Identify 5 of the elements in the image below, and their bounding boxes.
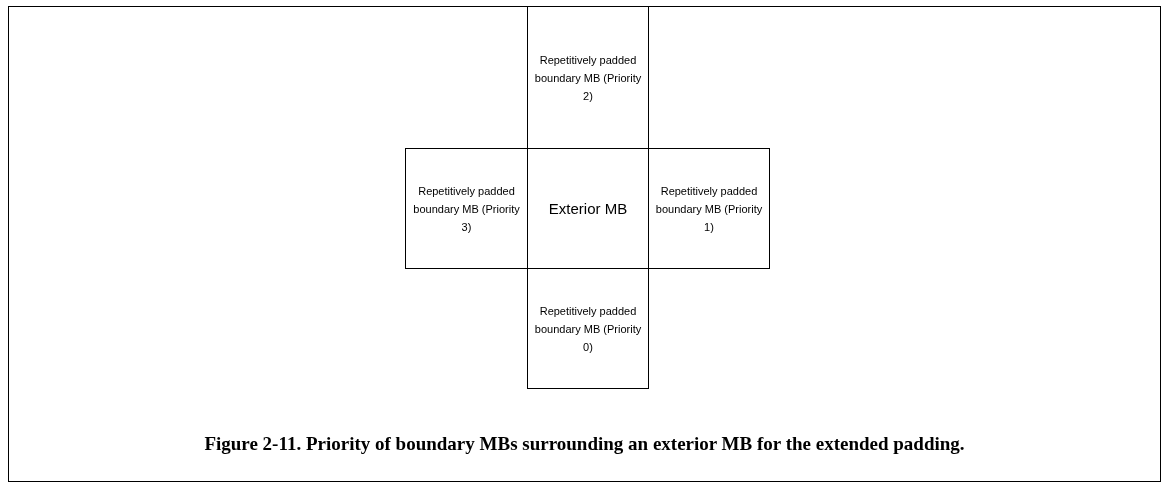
- boundary-block: Repetitively padded boundary MB (Priority 1): [648, 148, 770, 269]
- boundary-block: Repetitively padded boundary MB (Priority 2): [527, 6, 649, 149]
- boundary-block: Repetitively padded boundary MB (Priority 0): [527, 268, 649, 389]
- figure-caption: Figure 2-11. Priority of boundary MBs surrounding an exterior MB for the extended padding.: [203, 433, 966, 455]
- boundary-block: Repetitively padded boundary MB (Priority 3): [405, 148, 528, 269]
